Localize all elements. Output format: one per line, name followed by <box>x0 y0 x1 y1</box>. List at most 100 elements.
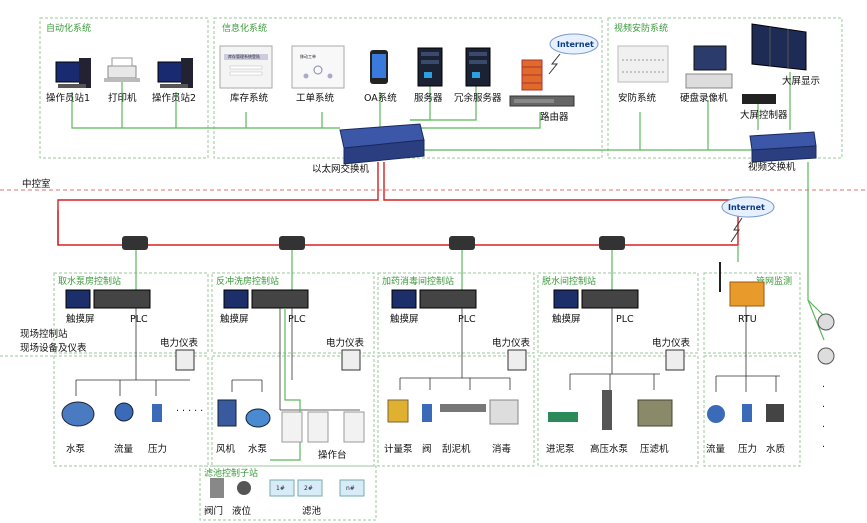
field-station-label: 现场控制站 <box>20 328 68 340</box>
plc-4-icon[interactable] <box>581 289 639 309</box>
screen-ctrl-label: 大屏控制器 <box>740 109 788 121</box>
filter-label: 滤池 <box>302 505 322 517</box>
top-network-lines <box>71 72 825 341</box>
operator-station-2-icon[interactable] <box>157 58 193 88</box>
dewater-title: 脱水间控制站 <box>542 275 596 287</box>
touch-screen-2-icon[interactable] <box>223 289 249 309</box>
touch-screen-3-icon[interactable] <box>391 289 417 309</box>
station-3 <box>391 289 527 371</box>
printer-icon[interactable] <box>104 57 140 82</box>
plc-label-2: PLC <box>288 314 306 325</box>
station-4 <box>553 289 685 371</box>
dosing-field-box <box>377 355 535 467</box>
security-system-icon[interactable] <box>617 45 669 83</box>
plc-label-4: PLC <box>616 314 634 325</box>
filter-sub-title: 滤池控制子站 <box>204 467 258 479</box>
touch-label-1: 触摸屏 <box>66 313 95 325</box>
pump-label: 水泵 <box>66 443 86 455</box>
pressure-label: 压力 <box>148 443 167 455</box>
water-pump-label: 水泵 <box>248 443 268 455</box>
filter-sub-box <box>199 465 377 521</box>
flow2-label: 流量 <box>706 443 726 455</box>
tankn-label: n# <box>346 485 355 492</box>
video-switch-icon[interactable] <box>749 131 817 163</box>
pump-1-icon <box>61 401 95 427</box>
plc-label-3: PLC <box>458 314 476 325</box>
plc-2-icon[interactable] <box>251 289 309 309</box>
router-label: 路由器 <box>540 111 569 123</box>
pressure-1-icon <box>152 404 162 422</box>
video-box <box>607 17 843 159</box>
tank1-label: 1# <box>276 485 285 492</box>
firewall-icon <box>521 59 543 91</box>
big-screen-icon[interactable] <box>751 23 807 71</box>
server-icon[interactable] <box>417 47 443 87</box>
flow-label: 流量 <box>114 443 134 455</box>
printer-label: 打印机 <box>108 92 137 104</box>
backwash-box <box>211 272 375 354</box>
automation-box <box>39 17 209 159</box>
flow-1-icon <box>114 402 134 422</box>
internet-cloud-2-icon: Internet <box>721 196 775 243</box>
rtu-icon[interactable] <box>719 262 765 307</box>
power-meter-4-icon <box>665 349 685 371</box>
pump-station-box <box>53 272 209 354</box>
station-1 <box>65 289 195 371</box>
op1-label: 操作员站1 <box>46 92 90 104</box>
station-drops <box>135 245 739 296</box>
pipe-field-box <box>703 355 801 467</box>
operator-station-1-icon[interactable] <box>55 58 91 88</box>
plc-label-1: PLC <box>130 314 148 325</box>
meter-pump-icon <box>387 399 409 423</box>
press-label: 压滤机 <box>640 443 669 455</box>
ticket-screen-icon[interactable]: 移动工单 <box>291 45 345 89</box>
pump-field-box <box>53 355 209 467</box>
dvr-icon[interactable] <box>685 45 733 89</box>
security-label: 安防系统 <box>618 92 657 104</box>
big-screen-label: 大屏显示 <box>782 75 820 87</box>
level-label: 液位 <box>232 505 252 517</box>
router-icon[interactable] <box>509 95 575 107</box>
scraper-icon <box>440 404 486 412</box>
inventory-screen-text: 库存管理系统登陆 <box>228 53 260 59</box>
server-label: 服务器 <box>414 92 443 104</box>
touch-screen-1-icon[interactable] <box>65 289 91 309</box>
screen-controller-icon[interactable] <box>742 94 776 104</box>
dvr-label: 硬盘录像机 <box>680 92 728 104</box>
eth-switch-label: 以太网交换机 <box>312 163 370 175</box>
meter-label-2: 电力仪表 <box>326 337 365 349</box>
touch-screen-4-icon[interactable] <box>553 289 579 309</box>
ethernet-switch-icon[interactable] <box>339 123 425 165</box>
dewater-field-box <box>537 355 699 467</box>
ring-node-4-icon <box>599 236 625 250</box>
field-lines <box>75 306 780 411</box>
redundant-server-icon[interactable] <box>465 47 491 87</box>
camera-dots-3: · <box>822 422 825 433</box>
camera-1-icon <box>817 313 835 331</box>
sludge-pump-label: 进泥泵 <box>546 443 575 455</box>
meter-label-1: 电力仪表 <box>160 337 199 349</box>
redundant-label: 冗余服务器 <box>454 92 502 104</box>
ring-node-1-icon <box>122 236 148 250</box>
filter-tanks: 1# 2# n# <box>269 479 365 497</box>
automation-title: 自动化系统 <box>46 22 91 34</box>
sludge-pump-icon <box>548 412 578 422</box>
quality-label: 水质 <box>766 443 786 455</box>
internet2-label: Internet <box>728 203 765 212</box>
plc-1-icon[interactable] <box>93 289 151 309</box>
field-devices-label: 现场设备及仪表 <box>20 342 87 354</box>
dosing-title: 加药消毒间控制站 <box>382 275 454 287</box>
inventory-screen-icon[interactable]: 库存管理系统登陆 <box>219 45 273 89</box>
valve2-label: 阀 <box>422 443 432 455</box>
oa-phone-icon[interactable] <box>370 50 388 84</box>
disinfect-icon <box>489 399 519 425</box>
plc-3-icon[interactable] <box>419 289 477 309</box>
camera-2-icon <box>817 347 835 365</box>
disinfect-label: 消毒 <box>492 443 512 455</box>
hp-pump-label: 高压水泵 <box>590 443 629 455</box>
ring-node-3-icon <box>449 236 475 250</box>
tank2-label: 2# <box>304 485 313 492</box>
red-ring <box>57 162 739 246</box>
level-sub-icon <box>237 481 251 495</box>
